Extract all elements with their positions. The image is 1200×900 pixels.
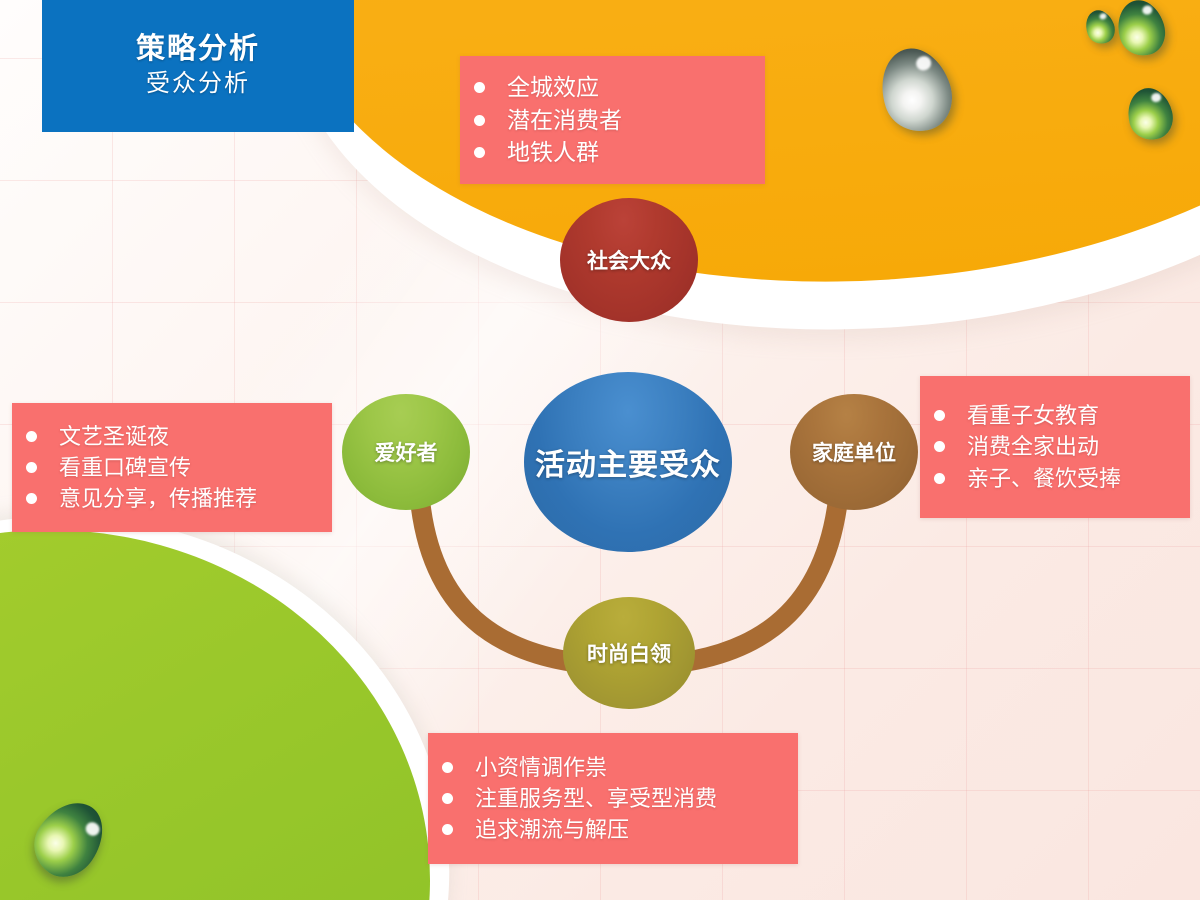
bullet-icon <box>934 472 945 484</box>
node-label: 活动主要受众 <box>535 449 721 482</box>
callout-list: 小资情调作祟 注重服务型、享受型消费 追求潮流与解压 <box>442 752 798 846</box>
callout-social-public: 全城效应 潜在消费者 地铁人群 <box>460 56 765 184</box>
callout-list: 文艺圣诞夜 看重口碑宣传 意见分享，传播推荐 <box>26 421 332 515</box>
bullet-icon <box>442 761 453 773</box>
list-item-text: 意见分享，传播推荐 <box>59 486 258 512</box>
list-item: 地铁人群 <box>474 136 765 169</box>
list-item: 全城效应 <box>474 71 765 104</box>
bullet-icon <box>474 114 485 126</box>
bullet-icon <box>474 147 485 159</box>
bullet-icon <box>934 410 945 422</box>
node-family-unit[interactable]: 家庭单位 <box>790 394 918 510</box>
bullet-icon <box>26 493 37 505</box>
list-item-text: 看重子女教育 <box>967 403 1100 429</box>
slide-title-plate: 策略分析 受众分析 <box>42 0 354 132</box>
list-item-text: 注重服务型、享受型消费 <box>475 785 718 811</box>
list-item-text: 追求潮流与解压 <box>475 817 630 843</box>
list-item-text: 文艺圣诞夜 <box>59 423 170 449</box>
bullet-icon <box>26 461 37 473</box>
list-item: 看重子女教育 <box>934 400 1190 431</box>
list-item-text: 消费全家出动 <box>967 434 1100 460</box>
node-social-public[interactable]: 社会大众 <box>560 198 698 322</box>
page-title: 策略分析 <box>135 32 260 65</box>
node-label: 社会大众 <box>587 250 671 273</box>
callout-fashion-white-collar: 小资情调作祟 注重服务型、享受型消费 追求潮流与解压 <box>428 733 798 864</box>
page-subtitle: 受众分析 <box>146 70 250 98</box>
bullet-icon <box>474 81 485 93</box>
list-item: 注重服务型、享受型消费 <box>442 783 798 814</box>
list-item-text: 亲子、餐饮受捧 <box>967 465 1122 491</box>
list-item-text: 潜在消费者 <box>507 106 622 133</box>
callout-list: 看重子女教育 消费全家出动 亲子、餐饮受捧 <box>934 400 1190 494</box>
node-label: 时尚白领 <box>587 643 671 666</box>
list-item: 看重口碑宣传 <box>26 452 332 483</box>
callout-list: 全城效应 潜在消费者 地铁人群 <box>474 71 765 169</box>
list-item: 意见分享，传播推荐 <box>26 483 332 514</box>
list-item: 文艺圣诞夜 <box>26 421 332 452</box>
list-item: 小资情调作祟 <box>442 752 798 783</box>
bullet-icon <box>442 792 453 804</box>
node-fashion-white-collar[interactable]: 时尚白领 <box>563 597 695 709</box>
list-item: 亲子、餐饮受捧 <box>934 463 1190 494</box>
list-item: 消费全家出动 <box>934 431 1190 462</box>
node-main-audience[interactable]: 活动主要受众 <box>524 372 732 552</box>
list-item: 追求潮流与解压 <box>442 814 798 845</box>
node-label: 爱好者 <box>374 442 438 465</box>
list-item-text: 看重口碑宣传 <box>59 454 192 480</box>
list-item-text: 全城效应 <box>507 74 599 101</box>
node-enthusiasts[interactable]: 爱好者 <box>342 394 470 510</box>
bullet-icon <box>26 430 37 442</box>
bullet-icon <box>934 441 945 453</box>
list-item-text: 小资情调作祟 <box>475 754 608 780</box>
list-item: 潜在消费者 <box>474 104 765 137</box>
callout-enthusiasts: 文艺圣诞夜 看重口碑宣传 意见分享，传播推荐 <box>12 403 332 532</box>
bullet-icon <box>442 824 453 836</box>
node-label: 家庭单位 <box>812 442 896 465</box>
callout-family-unit: 看重子女教育 消费全家出动 亲子、餐饮受捧 <box>920 376 1190 518</box>
list-item-text: 地铁人群 <box>507 139 599 166</box>
